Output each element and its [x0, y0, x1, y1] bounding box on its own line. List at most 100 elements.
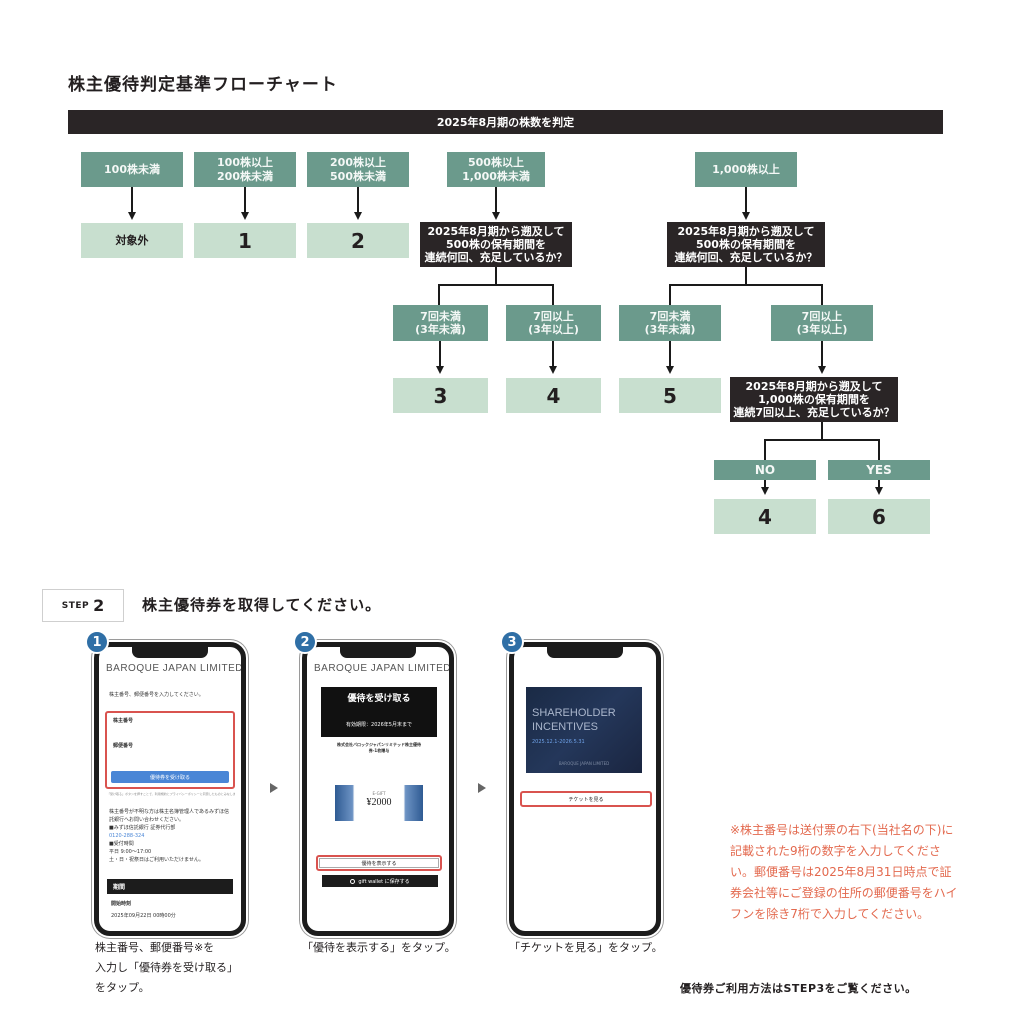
arrow-down-icon — [436, 366, 444, 374]
next-arrow-icon — [270, 783, 278, 793]
connector-line — [821, 284, 823, 306]
tier-condition-box: 100株以上 200株未満 — [194, 152, 296, 187]
postal-code-input[interactable] — [113, 753, 227, 763]
arrow-down-icon — [354, 212, 362, 220]
start-time-value: 2025年09月22日 00時00分 — [111, 913, 176, 919]
branch-condition-label: NO — [754, 462, 776, 477]
arrow-down-icon — [492, 212, 500, 220]
company-text: 株式会社バロックジャパンリミテッド株主優待 券-1枚贈与 — [337, 742, 421, 753]
connector-line — [745, 187, 747, 213]
view-ticket-highlight: チケットを見る — [520, 791, 652, 807]
branch-condition-box: 7回未満 (3年未満) — [393, 305, 488, 341]
ticket-image: SHAREHOLDER INCENTIVES 2025.12.1-2026.5.… — [526, 687, 642, 773]
connector-line — [764, 439, 766, 461]
view-ticket-button[interactable]: チケットを見る — [523, 794, 649, 804]
top-bar-label: 2025年8月期の株数を判定 — [436, 116, 575, 129]
branch-condition-label: 7回未満 (3年未満) — [644, 309, 696, 336]
connector-line — [669, 284, 823, 286]
question-box-500: 2025年8月期から遡及して 500株の保有期間を 連続何回、充足しているか？ — [420, 222, 572, 267]
postal-code-label: 郵便番号 — [113, 743, 134, 749]
ticket-line-2: INCENTIVES — [532, 721, 599, 733]
connector-line — [878, 480, 880, 488]
flowchart-top-bar: 2025年8月期の株数を判定 — [68, 110, 943, 134]
show-button-highlight: 優待を表示する — [316, 855, 442, 871]
tier-condition-label: 100株未満 — [104, 162, 160, 176]
gift-wallet-button[interactable]: gift wallet に保存する — [322, 875, 438, 887]
connector-line — [438, 284, 554, 286]
banner-title: 優待を受け取る — [347, 694, 411, 704]
connector-line — [669, 341, 671, 367]
phone-notch — [340, 647, 416, 658]
result-label: 4 — [546, 383, 561, 408]
connector-line — [878, 439, 880, 461]
help-phone-link[interactable]: 0120-288-324 — [109, 833, 145, 839]
shareholder-number-label: 株主番号 — [113, 718, 134, 724]
hours-label: ■受付時間 — [109, 841, 134, 847]
step-badge-1: 1 — [85, 630, 109, 654]
wallet-icon — [350, 878, 356, 884]
connector-line — [357, 187, 359, 213]
phone-screen-3: SHAREHOLDER INCENTIVES 2025.12.1-2026.5.… — [509, 642, 661, 936]
result-box: 6 — [828, 499, 930, 534]
connector-line — [821, 422, 823, 440]
branch-no-box: NO — [714, 460, 816, 480]
result-label: 2 — [351, 228, 365, 253]
result-box: 3 — [393, 378, 488, 413]
brand-name: BAROQUE JAPAN LIMITED — [106, 663, 244, 674]
connector-line — [552, 284, 554, 306]
step3-reference: 優待券ご利用方法はSTEP3をご覧ください。 — [680, 982, 917, 995]
next-arrow-icon — [478, 783, 486, 793]
show-voucher-button[interactable]: 優待を表示する — [319, 858, 439, 868]
question-label: 2025年8月期から遡及して 500株の保有期間を 連続何回、充足しているか？ — [424, 224, 568, 265]
step-badge-2: 2 — [293, 630, 317, 654]
coupon-amount: ¥2000 — [366, 797, 392, 808]
branch-condition-label: 7回未満 (3年未満) — [415, 309, 466, 336]
question-box-1000-7: 2025年8月期から遡及して 1,000株の保有期間を 連続7回以上、充足してい… — [730, 377, 898, 422]
result-box: 4 — [714, 499, 816, 534]
receive-voucher-button[interactable]: 優待券を受け取る — [111, 771, 229, 783]
question-label: 2025年8月期から遡及して 1,000株の保有期間を 連続7回以上、充足してい… — [733, 379, 895, 420]
step-badge-3: 3 — [500, 630, 524, 654]
question-label: 2025年8月期から遡及して 500株の保有期間を 連続何回、充足しているか？ — [674, 224, 818, 265]
branch-yes-box: YES — [828, 460, 930, 480]
brand-name: BAROQUE JAPAN LIMITED — [314, 663, 452, 674]
flowchart-title: 株主優待判定基準フローチャート — [68, 75, 338, 95]
result-box: 2 — [307, 223, 409, 258]
arrow-down-icon — [241, 212, 249, 220]
help-text: 株主番号が不明な方は株主名簿管理人であるみずほ信託銀行へお問い合わせください。 — [109, 809, 229, 823]
connector-line — [438, 284, 440, 306]
step-caption-1: 株主番号、郵便番号※を 入力し「優待券を受け取る」 をタップ。 — [95, 941, 238, 994]
connector-line — [131, 187, 133, 213]
result-label: 6 — [872, 504, 886, 529]
connector-line — [745, 267, 747, 285]
step-title: 株主優待券を取得してください。 — [142, 596, 382, 614]
step-caption-3: 「チケットを見る」をタップ。 — [509, 941, 663, 954]
period-section-header: 期間 — [107, 879, 233, 894]
step-number: 2 — [93, 596, 105, 615]
result-label: 3 — [433, 383, 448, 408]
result-box: 対象外 — [81, 223, 183, 258]
branch-condition-box: 7回以上 (3年以上) — [506, 305, 601, 341]
section-header-label: 期間 — [113, 884, 126, 891]
ticket-brand: BAROQUE JAPAN LIMITED — [558, 761, 610, 766]
connector-line — [669, 284, 671, 306]
start-time-label: 開始時刻 — [111, 901, 132, 907]
arrow-down-icon — [875, 487, 883, 495]
input-highlight-frame: 株主番号 郵便番号 優待券を受け取る — [105, 711, 235, 789]
tier-condition-label: 1,000株以上 — [712, 162, 780, 176]
result-label: 5 — [663, 383, 677, 408]
fine-print: 「受け取る」ボタンを押すことで、利用規約とプライバシーポリシーに同意したものとみ… — [107, 792, 235, 796]
wallet-button-label: gift wallet に保存する — [358, 878, 410, 885]
phone-notch — [547, 647, 623, 658]
phone-notch — [132, 647, 208, 658]
connector-line — [244, 187, 246, 213]
instruction-text: 株主番号、郵便番号を入力してください。 — [109, 692, 204, 698]
branch-condition-label: 7回以上 (3年以上) — [796, 309, 848, 336]
shareholder-number-input[interactable] — [113, 727, 227, 737]
validity-text: 有効期限：2026年5月末まで — [346, 722, 412, 728]
question-box-1000: 2025年8月期から遡及して 500株の保有期間を 連続何回、充足しているか？ — [667, 222, 825, 267]
step-caption-2: 「優待を表示する」をタップ。 — [302, 941, 456, 954]
input-note: ※株主番号は送付票の右下(当社名の下)に記載された9桁の数字を入力してください。… — [730, 823, 958, 921]
coupon-label: E-GIFT — [372, 791, 386, 796]
result-label: 対象外 — [115, 233, 149, 247]
